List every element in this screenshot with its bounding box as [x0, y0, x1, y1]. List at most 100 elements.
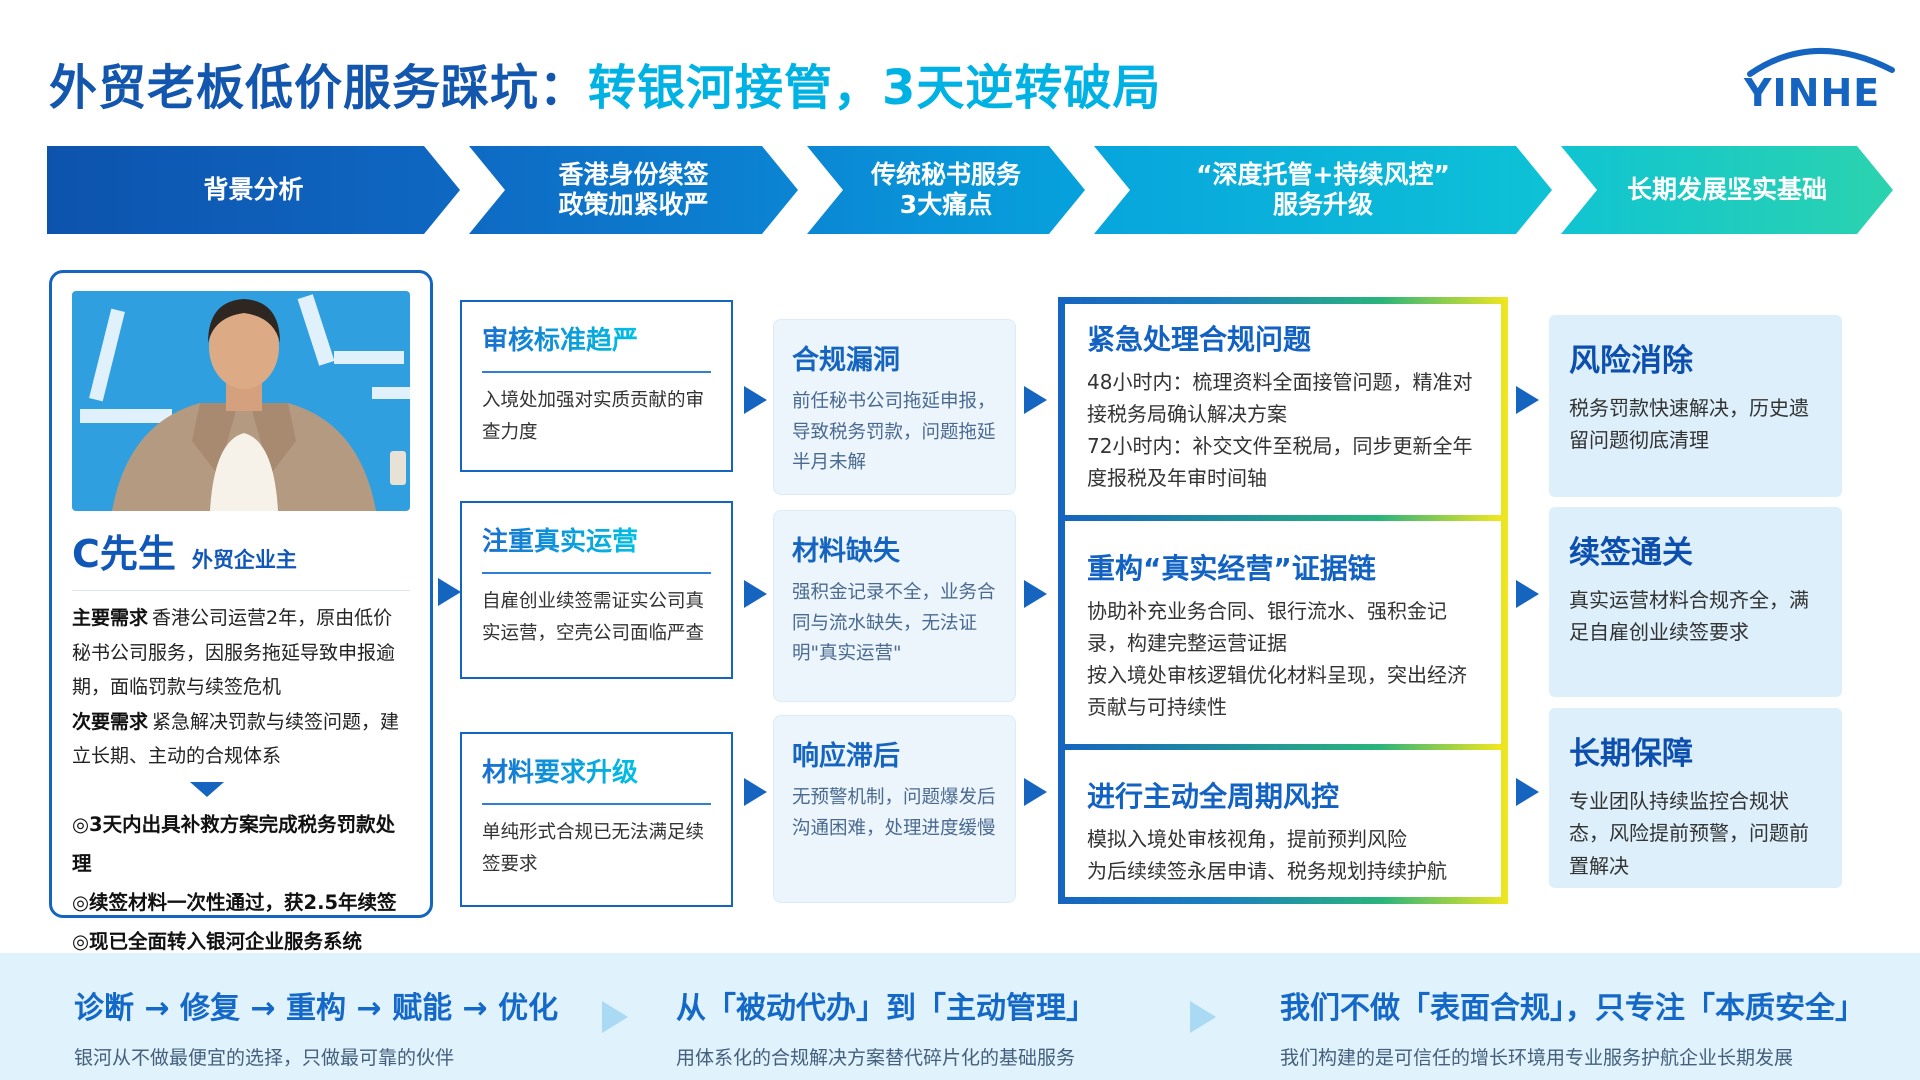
- policy-box-operation: 注重真实运营 自雇创业续签需证实公司真实运营，空壳公司面临严查: [460, 501, 733, 679]
- banner-step-label: 政策加紧收严: [558, 190, 709, 219]
- footer-block-management: 从「被动代办」到「主动管理」 用体系化的合规解决方案替代碎片化的基础服务: [676, 983, 1096, 1070]
- policy-box-materials: 材料要求升级 单纯形式合规已无法满足续签要求: [460, 732, 733, 907]
- footer-title: 我们不做「表面合规」，只专注「本质安全」: [1280, 991, 1865, 1026]
- flow-arrow-icon: [1516, 778, 1539, 806]
- footer-arrow-icon: [602, 1001, 628, 1033]
- banner-step-label: 3大痛点: [899, 190, 993, 219]
- banner-step-upgrade: “深度托管+持续风控” 服务升级: [1094, 146, 1552, 234]
- divider: [482, 371, 711, 373]
- banner-step-label: 传统秘书服务: [870, 160, 1021, 189]
- divider: [482, 803, 711, 805]
- yinhe-logo-icon: YINHE: [1743, 47, 1895, 115]
- banner-step-background: 背景分析: [47, 146, 460, 234]
- solution-line: 模拟入境处审核视角，提前预判风险: [1087, 827, 1407, 851]
- flow-arrow-icon: [1516, 580, 1539, 608]
- solution-section-risk-control: 进行主动全周期风控 模拟入境处审核视角，提前预判风险 为后续续签永居申请、税务规…: [1065, 761, 1501, 897]
- banner-step-label: 背景分析: [203, 175, 304, 204]
- result-item: ◎续签材料一次性通过，获2.5年续签: [72, 890, 397, 914]
- yinhe-logo: YINHE: [1742, 44, 1902, 116]
- client-results: ◎3天内出具补救方案完成税务罚款处理 ◎续签材料一次性通过，获2.5年续签 ◎现…: [72, 805, 410, 961]
- svg-text:YINHE: YINHE: [1743, 71, 1880, 115]
- banner-step-longterm: 长期发展坚实基础: [1561, 146, 1893, 234]
- need1-label: 主要需求: [72, 607, 149, 629]
- solution-line: 48小时内：梳理资料全面接管问题，精准对接税务局确认解决方案: [1087, 370, 1473, 426]
- client-name: C先生: [72, 532, 176, 576]
- footer-arrow-icon: [1190, 1001, 1216, 1033]
- policy-box-body: 自雇创业续签需证实公司真实运营，空壳公司面临严查: [482, 591, 705, 645]
- flow-arrow-icon: [1516, 386, 1539, 414]
- need2-text: 紧急解决罚款与续签问题，建立长期、主动的合规体系: [72, 710, 400, 768]
- policy-box-title: 审核标准趋严: [482, 320, 638, 357]
- footer-title: 从「被动代办」到「主动管理」: [676, 991, 1096, 1026]
- banner-step-policy: 香港身份续签 政策加紧收严: [469, 146, 798, 234]
- pain-box-compliance: 合规漏洞 前任秘书公司拖延申报，导致税务罚款，问题拖延半月未解: [773, 319, 1016, 495]
- solution-line: 协助补充业务合同、银行流水、强积金记录，构建完整运营证据: [1087, 598, 1447, 655]
- footer-block-process: 诊断 → 修复 → 重构 → 赋能 → 优化 银河从不做最便宜的选择，只做最可靠…: [74, 983, 558, 1070]
- need1-text: 香港公司运营2年，原由低价秘书公司服务，因服务拖延导致申报逾期，面临罚款与续签危…: [72, 607, 396, 699]
- page-title-dark: 外贸老板低价服务踩坑：: [49, 60, 589, 116]
- pain-box-body: 前任秘书公司拖延申报，导致税务罚款，问题拖延半月未解: [792, 391, 996, 474]
- outcome-box-renewal: 续签通关 真实运营材料合规齐全，满足自雇创业续签要求: [1549, 507, 1842, 697]
- outcome-title: 长期保障: [1569, 736, 1693, 772]
- footer-bar: 诊断 → 修复 → 重构 → 赋能 → 优化 银河从不做最便宜的选择，只做最可靠…: [0, 953, 1920, 1080]
- pain-box-title: 合规漏洞: [792, 345, 900, 376]
- footer-title: 诊断 → 修复 → 重构 → 赋能 → 优化: [74, 991, 559, 1026]
- solution-title: 进行主动全周期风控: [1087, 780, 1340, 813]
- page-title-accent: 转银河接管，3天逆转破局: [588, 60, 1162, 116]
- outcome-body: 专业团队持续监控合规状态，风险提前预警，问题前置解决: [1569, 789, 1809, 878]
- policy-box-title: 材料要求升级: [482, 752, 638, 789]
- divider: [1065, 743, 1501, 750]
- page-title: 外贸老板低价服务踩坑：转银河接管，3天逆转破局: [49, 48, 1161, 118]
- flow-arrow-icon: [744, 778, 767, 806]
- flow-arrow-icon: [438, 578, 461, 606]
- banner-step-label: 服务升级: [1272, 190, 1373, 219]
- triangle-down-icon: [190, 781, 224, 797]
- solution-section-emergency: 紧急处理合规问题 48小时内：梳理资料全面接管问题，精准对接税务局确认解决方案 …: [1065, 304, 1501, 504]
- solution-line: 72小时内：补交文件至税局，同步更新全年度报税及年审时间轴: [1087, 434, 1473, 490]
- result-item: ◎现已全面转入银河企业服务系统: [72, 929, 363, 953]
- pain-box-title: 材料缺失: [792, 536, 900, 567]
- outcome-title: 风险消除: [1569, 343, 1693, 379]
- pain-box-body: 无预警机制，问题爆发后沟通困难，处理进度缓慢: [792, 787, 996, 839]
- footer-subtitle: 银河从不做最便宜的选择，只做最可靠的伙伴: [74, 1047, 455, 1069]
- policy-box-body: 入境处加强对实质贡献的审查力度: [482, 390, 705, 444]
- policy-box-body: 单纯形式合规已无法满足续签要求: [482, 822, 705, 876]
- divider: [72, 590, 410, 591]
- footer-subtitle: 用体系化的合规解决方案替代碎片化的基础服务: [676, 1047, 1076, 1069]
- outcome-body: 税务罚款快速解决，历史遗留问题彻底清理: [1569, 396, 1809, 453]
- banner-step-label: 长期发展坚实基础: [1626, 175, 1827, 204]
- flow-arrow-icon: [1024, 386, 1047, 414]
- pain-box-title: 响应滞后: [792, 741, 900, 772]
- footer-subtitle: 我们构建的是可信任的增长环境用专业服务护航企业长期发展: [1280, 1047, 1794, 1069]
- pain-box-missing-materials: 材料缺失 强积金记录不全，业务合同与流水缺失，无法证明"真实运营": [773, 510, 1016, 702]
- solution-frame: 紧急处理合规问题 48小时内：梳理资料全面接管问题，精准对接税务局确认解决方案 …: [1058, 297, 1508, 904]
- outcome-box-risk-removed: 风险消除 税务罚款快速解决，历史遗留问题彻底清理: [1549, 315, 1842, 497]
- solution-line: 按入境处审核逻辑优化材料呈现，突出经济贡献与可持续性: [1087, 662, 1467, 719]
- client-name-row: C先生 外贸企业主: [72, 523, 410, 578]
- outcome-body: 真实运营材料合规齐全，满足自雇创业续签要求: [1569, 588, 1809, 645]
- need2-label: 次要需求: [72, 710, 149, 733]
- flow-arrow-icon: [1024, 580, 1047, 608]
- outcome-box-longterm: 长期保障 专业团队持续监控合规状态，风险提前预警，问题前置解决: [1549, 708, 1842, 888]
- solution-line: 为后续续签永居申请、税务规划持续护航: [1087, 859, 1447, 883]
- flow-arrow-icon: [744, 580, 767, 608]
- banner-step-label: “深度托管+持续风控”: [1196, 160, 1450, 189]
- policy-box-audit: 审核标准趋严 入境处加强对实质贡献的审查力度: [460, 300, 733, 472]
- divider: [1065, 515, 1501, 522]
- banner-step-painpoints: 传统秘书服务 3大痛点: [807, 146, 1085, 234]
- divider: [482, 572, 711, 574]
- outcome-title: 续签通关: [1569, 535, 1693, 571]
- client-profile-card: C先生 外贸企业主 主要需求香港公司运营2年，原由低价秘书公司服务，因服务拖延导…: [49, 270, 433, 953]
- solution-title: 紧急处理合规问题: [1087, 323, 1312, 356]
- client-needs: 主要需求香港公司运营2年，原由低价秘书公司服务，因服务拖延导致申报逾期，面临罚款…: [72, 601, 410, 774]
- solution-title: 重构“真实经营”证据链: [1087, 551, 1376, 585]
- client-photo-illustration: [72, 291, 410, 511]
- client-photo: [72, 291, 410, 511]
- client-role: 外贸企业主: [191, 548, 297, 572]
- pain-box-body: 强积金记录不全，业务合同与流水缺失，无法证明"真实运营": [792, 582, 996, 665]
- solution-inner: 紧急处理合规问题 48小时内：梳理资料全面接管问题，精准对接税务局确认解决方案 …: [1065, 304, 1501, 897]
- footer-block-safety: 我们不做「表面合规」，只专注「本质安全」 我们构建的是可信任的增长环境用专业服务…: [1280, 983, 1865, 1070]
- policy-box-title: 注重真实运营: [482, 521, 638, 558]
- flow-arrow-icon: [744, 386, 767, 414]
